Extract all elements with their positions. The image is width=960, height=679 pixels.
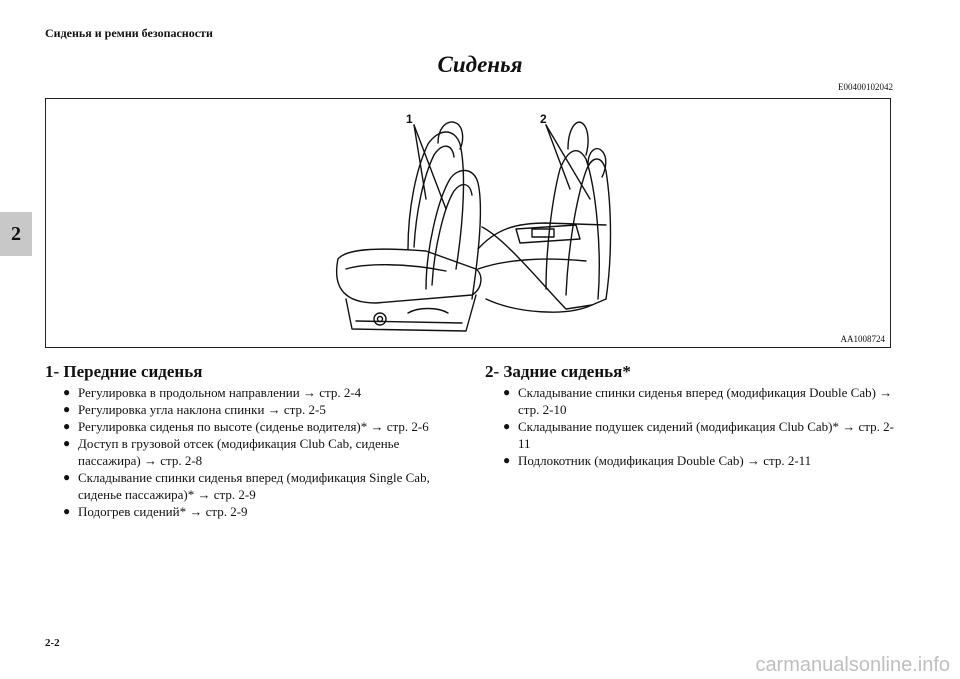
list-item-text: Регулировка угла наклона спинки → стр. 2…: [78, 402, 326, 417]
front-seat-back-1: [407, 131, 465, 270]
bullet-icon: ●: [63, 470, 71, 484]
rear-seat-back-2: [565, 158, 612, 300]
bullet-icon: ●: [63, 385, 71, 399]
bullet-icon: ●: [503, 385, 511, 399]
figure-code: AA1008724: [840, 334, 886, 344]
chapter-number: 2: [11, 222, 21, 245]
running-header: Сиденья и ремни безопасности: [45, 26, 213, 40]
page-title: Сиденья: [437, 52, 523, 77]
bullet-icon: ●: [63, 419, 71, 433]
list-item: ● Складывание спинки сиденья вперед (моди…: [45, 469, 465, 503]
list-item: ● Подогрев сидений* → стр. 2-9: [45, 503, 465, 520]
front-headrest-1: [437, 121, 464, 150]
seat-illustration: 1 2: [336, 112, 612, 332]
front-seat-cushion: [336, 248, 482, 304]
list-item-text: Складывание спинки сиденья вперед (модиф…: [518, 385, 893, 417]
list-item: ● Доступ в грузовой отсек (модификация Cl…: [45, 435, 465, 469]
seat-illustration-frame: 1 2 AA1008724: [45, 98, 891, 348]
section-front-seats: 1- Передние сиденья ● Регулировка в продо…: [45, 362, 465, 520]
page-number: 2-2: [45, 637, 60, 649]
armrest: [515, 224, 581, 244]
list-item: ● Регулировка сиденья по высоте (сиденье …: [45, 418, 465, 435]
bullet-icon: ●: [63, 402, 71, 416]
list-item: ● Складывание подушек сидений (модификаци…: [485, 418, 895, 452]
watermark: carmanualsonline.info: [755, 654, 950, 676]
list-item: ● Подлокотник (модификация Double Cab) → …: [485, 452, 895, 469]
bullet-list: ● Складывание спинки сиденья вперед (моди…: [485, 384, 895, 469]
bullet-icon: ●: [63, 504, 71, 518]
list-item-text: Подогрев сидений* → стр. 2-9: [78, 504, 248, 519]
list-item: ● Регулировка в продольном направлении → …: [45, 384, 465, 401]
list-item-text: Регулировка в продольном направлении → с…: [78, 385, 362, 400]
front-seat-back-2: [425, 169, 482, 300]
list-item-text: Доступ в грузовой отсек (модификация Clu…: [78, 436, 400, 468]
list-item-text: Складывание подушек сидений (модификация…: [518, 419, 894, 451]
bullet-icon: ●: [63, 436, 71, 450]
bullet-list: ● Регулировка в продольном направлении → …: [45, 384, 465, 520]
chapter-tab: 2: [0, 212, 32, 256]
figure-label-1: 1: [406, 112, 413, 126]
rear-headrest-2: [587, 147, 607, 178]
section-heading: 2- Задние сиденья*: [485, 362, 631, 381]
rear-seat-back: [545, 150, 600, 300]
rear-seat-cushion: [481, 226, 607, 310]
document-code: E00400102042: [838, 82, 893, 92]
list-item-text: Регулировка сиденья по высоте (сиденье в…: [78, 419, 429, 434]
list-item: ● Складывание спинки сиденья вперед (моди…: [485, 384, 895, 418]
figure-label-2: 2: [540, 112, 547, 126]
rear-headrest-1: [567, 121, 589, 156]
section-heading: 1- Передние сиденья: [45, 362, 203, 381]
adjust-knob-icon: [373, 312, 387, 326]
list-item-text: Складывание спинки сиденья вперед (модиф…: [78, 470, 430, 502]
list-item-text: Подлокотник (модификация Double Cab) → с…: [518, 453, 812, 468]
front-seat-base: [345, 294, 477, 332]
bullet-icon: ●: [503, 453, 511, 467]
list-item: ● Регулировка угла наклона спинки → стр. …: [45, 401, 465, 418]
section-rear-seats: 2- Задние сиденья* ● Складывание спинки с…: [485, 362, 895, 469]
bullet-icon: ●: [503, 419, 511, 433]
